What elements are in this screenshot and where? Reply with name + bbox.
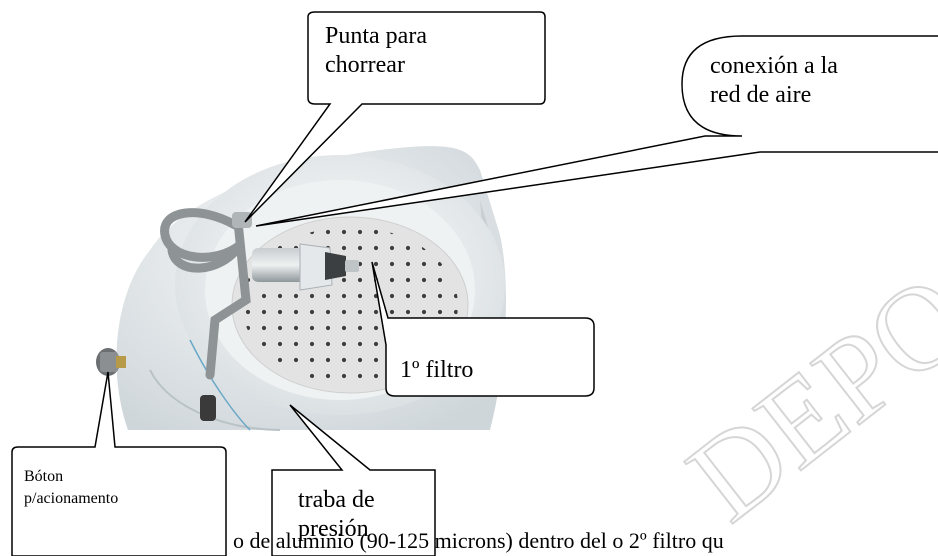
callout-boton	[11, 371, 227, 556]
callout-filtro	[371, 261, 595, 397]
callout-label-boton: Bóton p/acionamento	[24, 468, 119, 507]
body-text: o de aluminio (90-125 microns) dentro de…	[233, 528, 724, 553]
callouts	[11, 11, 938, 556]
svg-text:DEPO: DEPO	[664, 249, 938, 547]
watermark: DEPO	[663, 248, 938, 548]
callout-traba	[271, 404, 436, 556]
side-knob	[96, 348, 126, 376]
hose-coil	[160, 208, 251, 380]
nozzle	[252, 243, 359, 291]
callout-punta	[244, 11, 546, 223]
callout-label-filtro: 1º filtro	[400, 357, 474, 383]
callout-conexion	[255, 35, 938, 227]
callout-label-conexion: conexión a la red de aire	[710, 53, 838, 108]
callout-label-punta: Punta para chorrear	[325, 23, 427, 78]
callout-label-traba: traba de presión	[298, 487, 375, 542]
